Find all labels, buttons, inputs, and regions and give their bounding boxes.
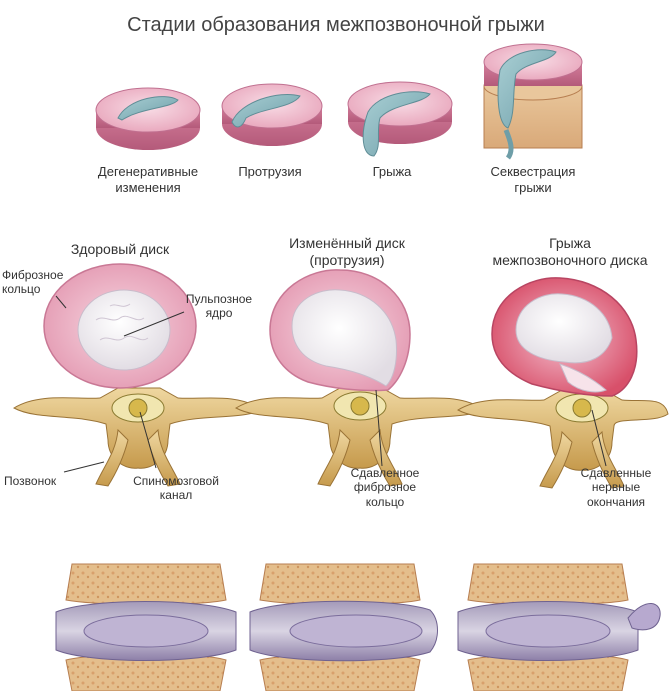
- label-canal-line: канал: [124, 488, 228, 502]
- side-view-hernia: [458, 564, 660, 691]
- stage-disc-hernia: [348, 82, 452, 156]
- label-compressed-line: кольцо: [340, 495, 430, 509]
- stage-label-degenerative: Дегенеративные изменения: [78, 164, 218, 195]
- stage-disc-degenerative: [96, 88, 200, 150]
- label-vertebra: Позвонок: [4, 474, 56, 488]
- label-annulus-line: Фиброзное: [2, 268, 63, 282]
- stage-label-sequestration: Секвестрация грыжи: [468, 164, 598, 195]
- label-nucleus-line: Пульпозное: [174, 292, 264, 306]
- stage-label-line: Грыжа: [352, 164, 432, 180]
- label-annulus: Фиброзное кольцо: [2, 268, 63, 297]
- stage-label-line: изменения: [78, 180, 218, 196]
- cross-section-hernia: [458, 278, 668, 488]
- label-annulus-line: кольцо: [2, 282, 63, 296]
- stage-disc-protrusion: [222, 84, 322, 146]
- stage-label-protrusion: Протрузия: [220, 164, 320, 180]
- healthy-disc-title: Здоровый диск: [40, 241, 200, 258]
- protrusion-title-line: (протрузия): [262, 252, 432, 269]
- label-nerves-line: нервные: [566, 480, 666, 494]
- hernia-disc-title: Грыжа межпозвоночного диска: [470, 235, 670, 269]
- label-compressed-annulus: Сдавленное фиброзное кольцо: [340, 466, 430, 509]
- stage-label-line: Дегенеративные: [78, 164, 218, 180]
- stage-label-line: Протрузия: [220, 164, 320, 180]
- side-view-protrusion: [250, 564, 438, 691]
- protrusion-disc-title: Изменённый диск (протрузия): [262, 235, 432, 269]
- label-compressed-line: фиброзное: [340, 480, 430, 494]
- protrusion-title-line: Изменённый диск: [262, 235, 432, 252]
- label-canal-line: Спиномозговой: [124, 474, 228, 488]
- label-nucleus-line: ядро: [174, 306, 264, 320]
- side-view-healthy: [56, 564, 236, 691]
- label-spinal-canal: Спиномозговой канал: [124, 474, 228, 503]
- stage-label-line: грыжи: [468, 180, 598, 196]
- stage-disc-sequestration: [484, 44, 582, 158]
- hernia-title-line: межпозвоночного диска: [470, 252, 670, 269]
- label-nucleus: Пульпозное ядро: [174, 292, 264, 321]
- label-nerves-line: окончания: [566, 495, 666, 509]
- stage-label-hernia: Грыжа: [352, 164, 432, 180]
- cross-section-protrusion: [236, 270, 484, 486]
- hernia-title-line: Грыжа: [470, 235, 670, 252]
- label-compressed-nerves: Сдавленные нервные окончания: [566, 466, 666, 509]
- label-compressed-line: Сдавленное: [340, 466, 430, 480]
- label-nerves-line: Сдавленные: [566, 466, 666, 480]
- stage-label-line: Секвестрация: [468, 164, 598, 180]
